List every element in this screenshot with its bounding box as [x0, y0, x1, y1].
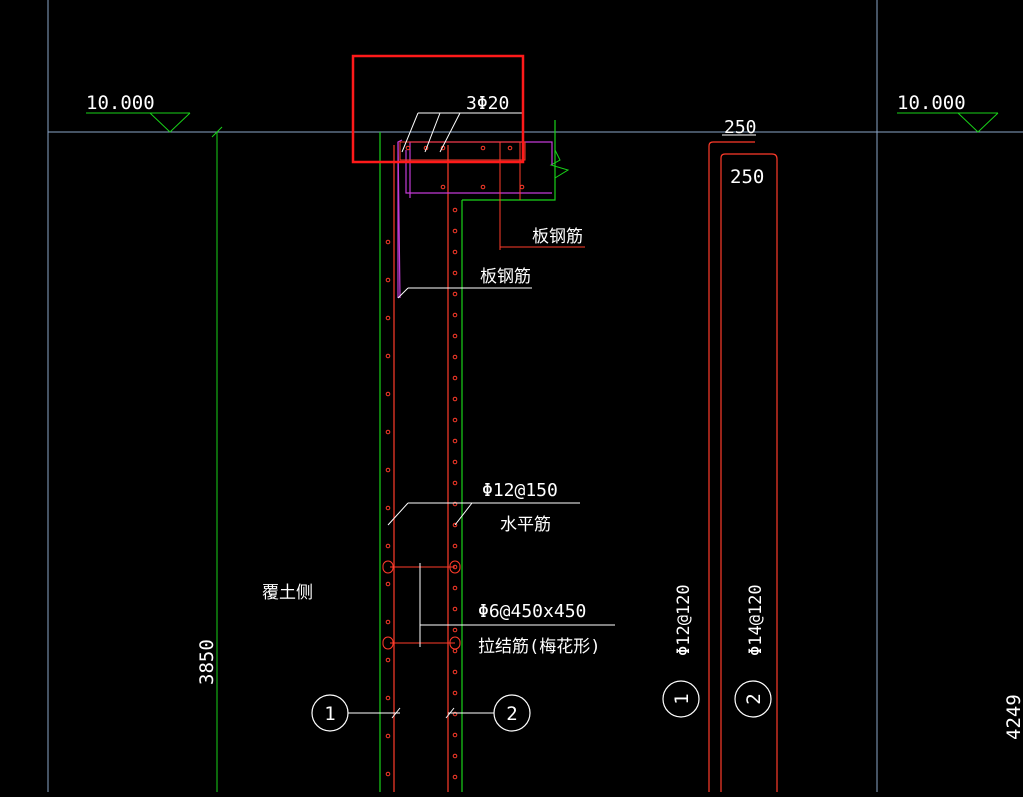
rebar-dot [452, 354, 458, 360]
rebar-dot [452, 459, 458, 465]
rebar-dot [452, 753, 458, 759]
rebar-1-text: Φ12@120 [674, 584, 694, 656]
dim-height-text: 3850 [196, 639, 218, 685]
rebar-dot [385, 581, 391, 587]
rebar-dot [385, 543, 391, 549]
rebar-dot [385, 733, 391, 739]
rebar-dot [385, 467, 391, 473]
elevation-marker-right: 10.000 [897, 92, 999, 133]
rebar-dot [452, 690, 458, 696]
top-rebar-leader: 3Φ20 [401, 93, 522, 153]
dim-section-text: 250 [730, 166, 764, 188]
rebar-2-text: Φ14@120 [746, 584, 766, 656]
dim-right-text: 4249 [1003, 694, 1023, 740]
top-rebar-text: 3Φ20 [466, 93, 509, 114]
rebar-dot [452, 522, 458, 528]
elevation-marker-left: 10.000 [86, 92, 191, 133]
slab-rebar-label-lower: 板钢筋 [397, 267, 532, 299]
marker-1-section[interactable]: 1 [662, 680, 700, 718]
svg-text:1: 1 [671, 693, 693, 704]
rebar-dot [452, 333, 458, 339]
rebar-dot [452, 312, 458, 318]
tie-bars: Φ6@450x450 拉结筋(梅花形) [382, 560, 615, 657]
rebar-dot [452, 606, 458, 612]
rebar-dot [385, 429, 391, 435]
wall-outline [379, 120, 570, 792]
rebar-dot [452, 480, 458, 486]
marker-2[interactable]: 2 [445, 694, 531, 732]
rebar-dot [385, 695, 391, 701]
rebar-dot [452, 396, 458, 402]
rebar-dot [452, 543, 458, 549]
rebar-dot [385, 391, 391, 397]
rebar-dot [385, 277, 391, 283]
rebar-dot [452, 732, 458, 738]
rebar-dot [452, 249, 458, 255]
vertical-rebars [393, 145, 449, 792]
rebar-dots-left [385, 239, 391, 777]
horizontal-rebar-leader: Φ12@150 水平筋 [387, 480, 580, 535]
rebar-dot [452, 207, 458, 213]
rebar-dot [452, 438, 458, 444]
rebar-dots-right [452, 207, 458, 780]
rebar-dot [385, 239, 391, 245]
tie-name-text: 拉结筋(梅花形) [478, 637, 600, 657]
svg-text:2: 2 [506, 703, 517, 725]
rebar-dot [452, 669, 458, 675]
svg-text:板钢筋: 板钢筋 [480, 267, 531, 287]
rebar-dot [385, 505, 391, 511]
svg-text:2: 2 [743, 693, 765, 704]
marker-1[interactable]: 1 [311, 694, 401, 732]
highlight-box[interactable] [351, 54, 525, 164]
slab-rebar-label-upper: 板钢筋 [532, 227, 583, 247]
marker-2-section[interactable]: 2 [734, 680, 772, 718]
rebar-dot [385, 353, 391, 359]
tie-spec-text: Φ6@450x450 [478, 601, 586, 622]
rebar-dot [385, 771, 391, 777]
rebar-dot [385, 657, 391, 663]
rebar-dot [452, 585, 458, 591]
rebar-dot [452, 501, 458, 507]
section-column: 250 250 [708, 117, 778, 792]
rebar-dot [385, 619, 391, 625]
top-rebar-cage [399, 141, 585, 250]
elevation-right-text: 10.000 [897, 92, 966, 114]
dim-top-text: 250 [724, 117, 757, 138]
rebar-dot [452, 627, 458, 633]
rebar-dot [452, 417, 458, 423]
horiz-spec-text: Φ12@150 [482, 480, 558, 501]
rebar-dot [452, 228, 458, 234]
rebar-dot [452, 711, 458, 717]
rebar-dot [385, 315, 391, 321]
rebar-dot [452, 270, 458, 276]
height-dimension: 3850 [196, 126, 223, 792]
svg-text:板钢筋: 板钢筋 [532, 227, 583, 247]
horiz-name-text: 水平筋 [500, 515, 551, 535]
rebar-dot [452, 291, 458, 297]
svg-text:1: 1 [324, 703, 335, 725]
elevation-left-text: 10.000 [86, 92, 155, 114]
soil-side-text: 覆土侧 [262, 583, 313, 603]
rebar-dot [452, 774, 458, 780]
rebar-dot [452, 375, 458, 381]
